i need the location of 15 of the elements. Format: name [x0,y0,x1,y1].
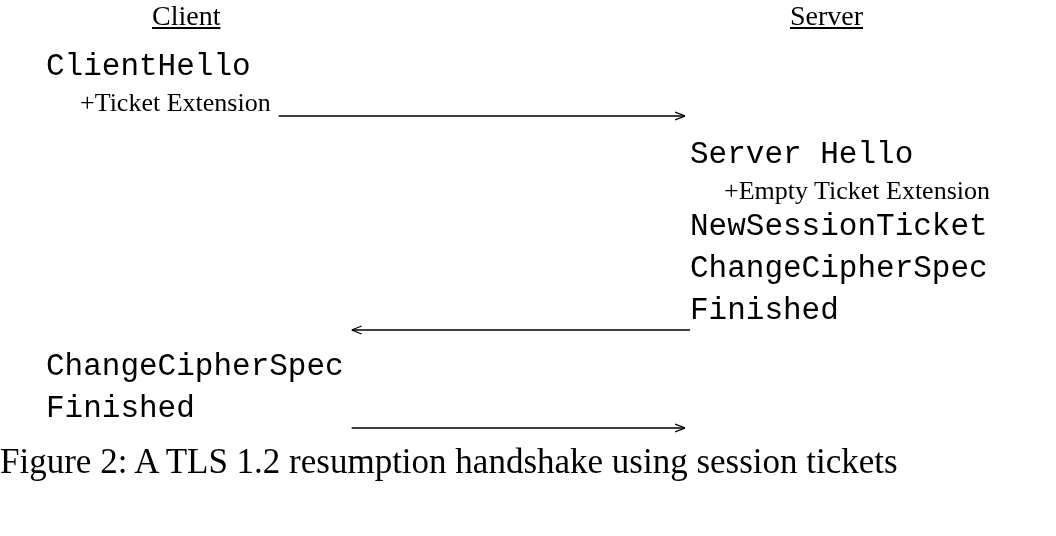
extension-text: +Empty Ticket Extension [724,176,990,206]
message-text: Finished [690,292,839,330]
message-text: ChangeCipherSpec [690,250,988,288]
figure-caption: Figure 2: A TLS 1.2 resumption handshake using session tickets [0,441,899,483]
message-text: Finished [46,390,195,428]
message-arrow [350,423,686,433]
column-heading: Server [790,0,864,32]
message-text: Server Hello [690,136,914,174]
message-text: NewSessionTicket [690,208,988,246]
message-arrow [277,111,686,121]
message-text: ChangeCipherSpec [46,348,344,386]
extension-text: +Ticket Extension [80,88,271,118]
column-heading: Client [152,0,221,32]
message-text: ClientHello [46,48,251,86]
message-arrow [350,325,691,335]
